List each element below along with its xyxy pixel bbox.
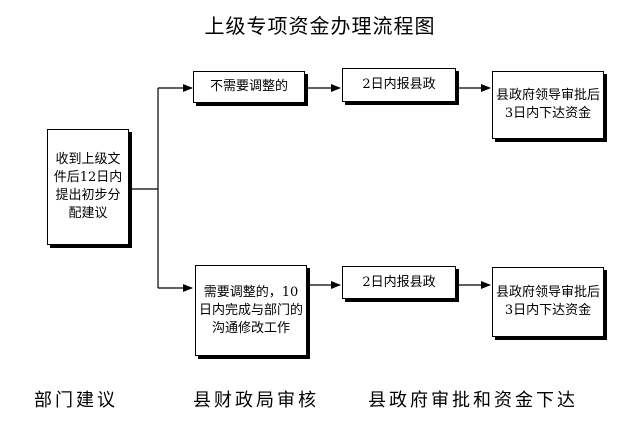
box-report-top-text: 2日内报县政	[362, 77, 436, 92]
box-approve-bottom: 县政府领导审批后3日内下达资金	[492, 267, 604, 337]
box-report-bottom-text: 2日内报县政	[362, 274, 436, 290]
box-no-adjust-text: 不需要调整的	[209, 79, 288, 94]
box-approve-bottom-text: 县政府领导审批后3日内下达资金	[496, 285, 601, 318]
box-start-proposal: 收到上级文件后12日内提出初步分配建议	[47, 129, 129, 245]
stage-label-government: 县政府审批和资金下达	[368, 390, 578, 411]
box-need-adjust: 需要调整的，10日内完成与部门的沟通修改工作	[195, 265, 307, 356]
page-title: 上级专项资金办理流程图	[204, 14, 436, 38]
stage-label-department: 部门建议	[34, 390, 118, 411]
stage-label-finance: 县财政局审核	[193, 390, 319, 411]
box-report-top: 2日内报县政	[342, 68, 456, 102]
box-report-bottom: 2日内报县政	[342, 266, 456, 299]
box-need-adjust-text: 需要调整的，10日内完成与部门的沟通修改工作	[199, 284, 304, 336]
box-approve-top: 县政府领导审批后3日内下达资金	[492, 71, 604, 139]
box-start-proposal-text: 收到上级文件后12日内提出初步分配建议	[53, 152, 123, 221]
box-approve-top-text: 县政府领导审批后3日内下达资金	[496, 88, 601, 121]
box-no-adjust: 不需要调整的	[193, 71, 305, 103]
